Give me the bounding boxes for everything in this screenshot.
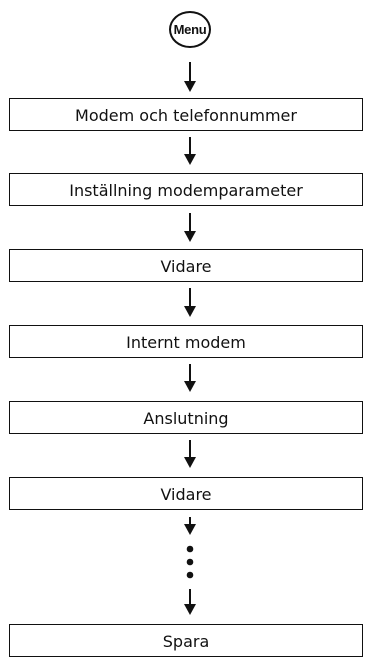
arrow-down-icon: [184, 213, 196, 242]
step-installning-modemparameter: Inställning modemparameter: [9, 173, 363, 206]
step-internt-modem: Internt modem: [9, 325, 363, 358]
step-vidare-1: Vidare: [9, 249, 363, 282]
step-label: Inställning modemparameter: [69, 181, 303, 200]
step-spara: Spara: [9, 624, 363, 657]
arrow-down-icon: [184, 517, 196, 535]
arrow-down-icon: [184, 589, 196, 615]
step-label: Spara: [162, 632, 210, 651]
step-label: Modem och telefonnummer: [75, 106, 297, 125]
step-label: Anslutning: [143, 409, 229, 428]
step-modem-och-telefonnummer: Modem och telefonnummer: [9, 98, 363, 131]
step-label: Vidare: [160, 257, 212, 276]
step-anslutning: Anslutning: [9, 401, 363, 434]
arrow-down-icon: [184, 288, 196, 317]
arrow-down-icon: [184, 440, 196, 468]
menu-button-label: Menu: [173, 22, 207, 37]
step-vidare-2: Vidare: [9, 477, 363, 510]
arrow-down-icon: [184, 137, 196, 165]
ellipsis-vertical-icon: [186, 545, 194, 579]
step-label: Internt modem: [126, 333, 246, 352]
arrow-down-icon: [184, 62, 196, 92]
menu-button[interactable]: Menu: [169, 11, 211, 48]
step-label: Vidare: [160, 485, 212, 504]
arrow-down-icon: [184, 364, 196, 392]
